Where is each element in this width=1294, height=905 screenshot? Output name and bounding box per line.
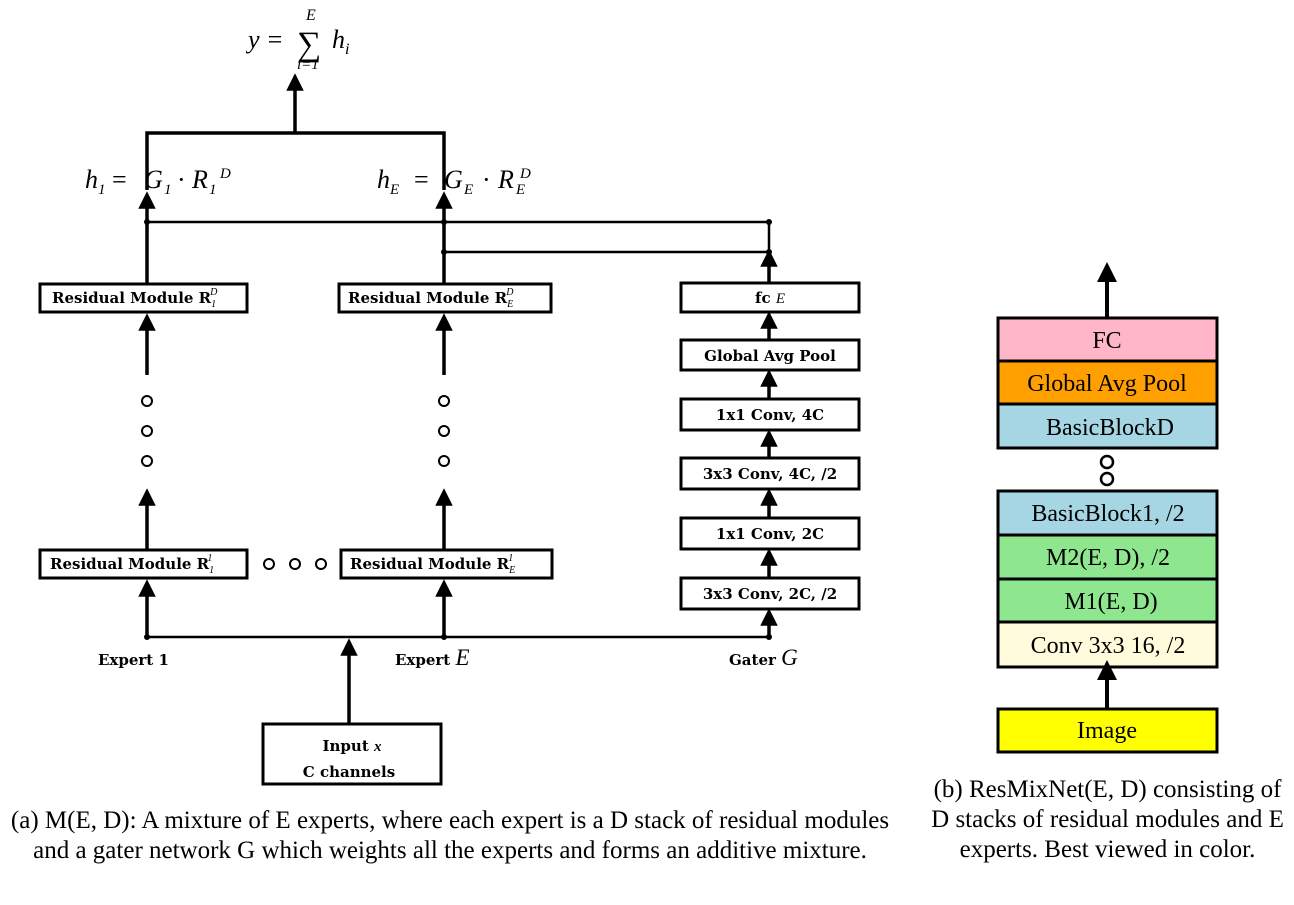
input-line2: C channels — [303, 763, 395, 781]
image-box — [996, 707, 1219, 754]
svg-text:h: h — [85, 165, 98, 194]
gater-pool: Global Avg Pool — [704, 347, 836, 365]
sum-term-sub: i — [345, 41, 349, 58]
svg-text:E: E — [389, 182, 399, 198]
ellipsis-dot — [438, 455, 450, 467]
layer-fc: FC — [1092, 328, 1121, 354]
svg-text:=: = — [112, 165, 127, 194]
ellipsis-dot — [141, 395, 153, 407]
layer-basicblock1: BasicBlock1, /2 — [1031, 501, 1184, 527]
svg-text:E: E — [463, 182, 473, 198]
svg-text:1: 1 — [209, 182, 217, 198]
sum-upper: E — [305, 7, 316, 24]
gater-label: Gater G — [729, 645, 798, 670]
caption-b-text: (b) ResMixNet(E, D) consisting of D stac… — [931, 776, 1284, 863]
input-box — [261, 722, 443, 786]
hE-label: h E = G E · R E D — [377, 165, 531, 198]
caption-b: (b) ResMixNet(E, D) consisting of D stac… — [925, 775, 1290, 865]
junction — [766, 219, 772, 225]
ellipsis-dot — [141, 425, 153, 437]
svg-text:E: E — [515, 182, 525, 198]
expert1-bottom-module-box — [38, 548, 249, 580]
sum-symbol: ∑ — [297, 26, 321, 63]
ellipsis-dot — [315, 558, 327, 570]
svg-text:G: G — [444, 165, 463, 194]
gater-conv3: 3x3 Conv, 4C, /2 — [703, 465, 837, 483]
gater-stack: fc E Global Avg Pool 1x1 Conv, 4C 3x3 Co… — [679, 249, 861, 637]
svg-text:G: G — [144, 165, 163, 194]
layer-basicblock1-box — [996, 489, 1219, 537]
svg-text:R: R — [191, 165, 208, 194]
expertE-bottom-module: Residual Module RE1 — [350, 553, 515, 576]
junction — [766, 249, 772, 255]
ellipsis-dot — [438, 395, 450, 407]
svg-text:=: = — [414, 165, 429, 194]
gater-conv2: 1x1 Conv, 2C — [716, 525, 824, 543]
ellipsis-dot — [1099, 454, 1115, 470]
svg-text:1: 1 — [164, 182, 172, 198]
expertE-label: Expert E — [395, 645, 470, 670]
svg-text:·: · — [482, 165, 491, 194]
gater-conv1: 3x3 Conv, 2C, /2 — [703, 585, 837, 603]
panel-a: y = ∑ E i=1 h i h 1 = G 1 · R 1 D h E = … — [38, 7, 861, 786]
sum-lower: i=1 — [297, 57, 319, 73]
image-label: Image — [1077, 718, 1137, 744]
layer-m2-box — [996, 533, 1219, 581]
svg-text:D: D — [219, 166, 231, 182]
junction — [441, 634, 447, 640]
layer-global-avg-pool-box — [996, 359, 1219, 406]
layer-global-avg-pool: Global Avg Pool — [1027, 371, 1187, 397]
svg-text:·: · — [177, 165, 186, 194]
expertE-bottom-module-box — [339, 548, 554, 580]
layer-m1: M1(E, D) — [1064, 589, 1157, 615]
caption-a-text: (a) M(E, D): A mixture of E experts, whe… — [10, 807, 890, 864]
layer-conv: Conv 3x3 16, /2 — [1031, 633, 1186, 659]
ellipsis-dot — [438, 425, 450, 437]
output-formula: y = ∑ E i=1 h i — [245, 7, 349, 73]
junction — [144, 634, 150, 640]
expert1-label: Expert 1 — [98, 651, 169, 669]
ellipsis-dot — [1099, 471, 1115, 487]
junction — [766, 634, 772, 640]
ellipsis-dot — [263, 558, 275, 570]
svg-text:D: D — [519, 166, 531, 182]
ellipsis-dot — [289, 558, 301, 570]
gater-conv4-box — [679, 397, 861, 432]
svg-text:1: 1 — [98, 182, 106, 198]
caption-a: (a) M(E, D): A mixture of E experts, whe… — [10, 806, 890, 866]
sum-term: h — [332, 25, 345, 54]
gater-conv4: 1x1 Conv, 4C — [716, 406, 824, 424]
output-lhs: y = — [245, 25, 284, 54]
layer-m2: M2(E, D), /2 — [1046, 545, 1170, 571]
expertE-top-module-box — [337, 282, 553, 314]
expert1-bottom-module: Residual Module R11 — [50, 553, 213, 576]
gater-fc: fc E — [755, 289, 785, 307]
expert1-top-module: Residual Module R1D — [52, 287, 218, 310]
gater-fc-box — [679, 281, 861, 314]
svg-text:h: h — [377, 165, 390, 194]
h1-label: h 1 = G 1 · R 1 D — [85, 165, 231, 198]
expertE-top-module: Residual Module RED — [348, 287, 514, 310]
ellipsis-dot — [141, 455, 153, 467]
panel-b: FC Global Avg Pool BasicBlockD BasicBloc… — [996, 262, 1219, 754]
layer-basicblockd-box — [996, 402, 1219, 450]
svg-text:R: R — [497, 165, 514, 194]
gater-pool-box — [679, 338, 861, 372]
input-line1: Input x — [323, 737, 382, 755]
layer-basicblockd: BasicBlockD — [1046, 415, 1174, 441]
expert1-top-module-box — [38, 282, 249, 314]
